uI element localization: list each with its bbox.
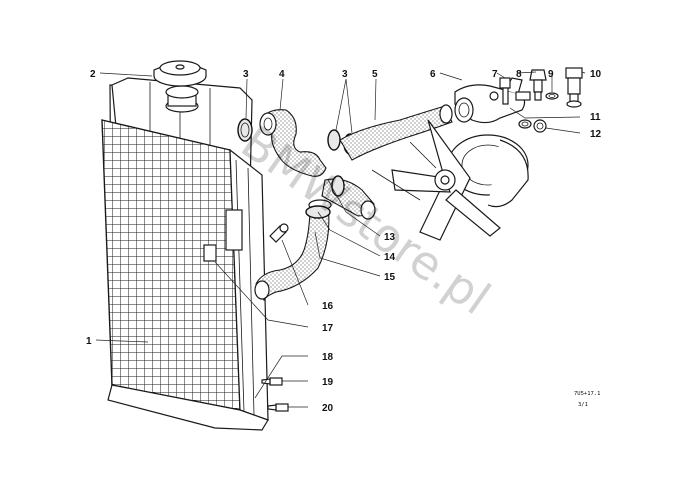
callout-7: 7: [492, 69, 498, 80]
sensor-part-9: [545, 92, 559, 100]
radiator-cap: [153, 60, 207, 87]
screw-part-19: [261, 377, 283, 386]
callout-5: 5: [372, 69, 378, 80]
nut-part-12: [533, 119, 547, 133]
callout-labels: 1 2 3 4 3 5 6 7 8 9 10 11 12 13 14 15 16…: [86, 69, 602, 414]
callout-1: 1: [86, 336, 92, 347]
callout-17: 17: [322, 323, 334, 334]
callout-15: 15: [384, 272, 396, 283]
callout-9: 9: [548, 69, 554, 80]
lower-radiator-hose: [254, 199, 332, 302]
sensor-part-8: [529, 69, 547, 101]
screw-part-20: [267, 403, 289, 412]
callout-18: 18: [322, 352, 334, 363]
radiator: [101, 77, 269, 431]
drain-plug-part-16: [269, 223, 289, 243]
long-coolant-hose: [339, 104, 453, 161]
hose-clamp-upper-left: [237, 118, 253, 142]
callout-3-left: 3: [243, 69, 249, 80]
drawing-code-line-1: 7U5+17.1: [574, 391, 601, 397]
leader-lines: [95, 71, 586, 408]
gasket-part-11: [518, 119, 532, 129]
sensor-part-10: [565, 67, 583, 108]
callout-3-right: 3: [342, 69, 348, 80]
callout-8: 8: [516, 69, 522, 80]
callout-13: 13: [384, 232, 396, 243]
water-pump-and-fan: [371, 119, 529, 241]
upper-radiator-hose: [259, 109, 327, 177]
callout-20: 20: [322, 403, 334, 414]
callout-14: 14: [384, 252, 396, 263]
callout-16: 16: [322, 301, 334, 312]
drawing-code-line-2: 3/1: [578, 402, 588, 408]
thermostat-housing: [454, 77, 531, 124]
callout-11: 11: [590, 112, 601, 123]
callout-4: 4: [279, 69, 285, 80]
callout-12: 12: [590, 129, 602, 140]
callout-2: 2: [90, 69, 96, 80]
callout-19: 19: [322, 377, 334, 388]
bypass-hose: [321, 175, 376, 220]
callout-6: 6: [430, 69, 436, 80]
callout-10: 10: [590, 69, 602, 80]
